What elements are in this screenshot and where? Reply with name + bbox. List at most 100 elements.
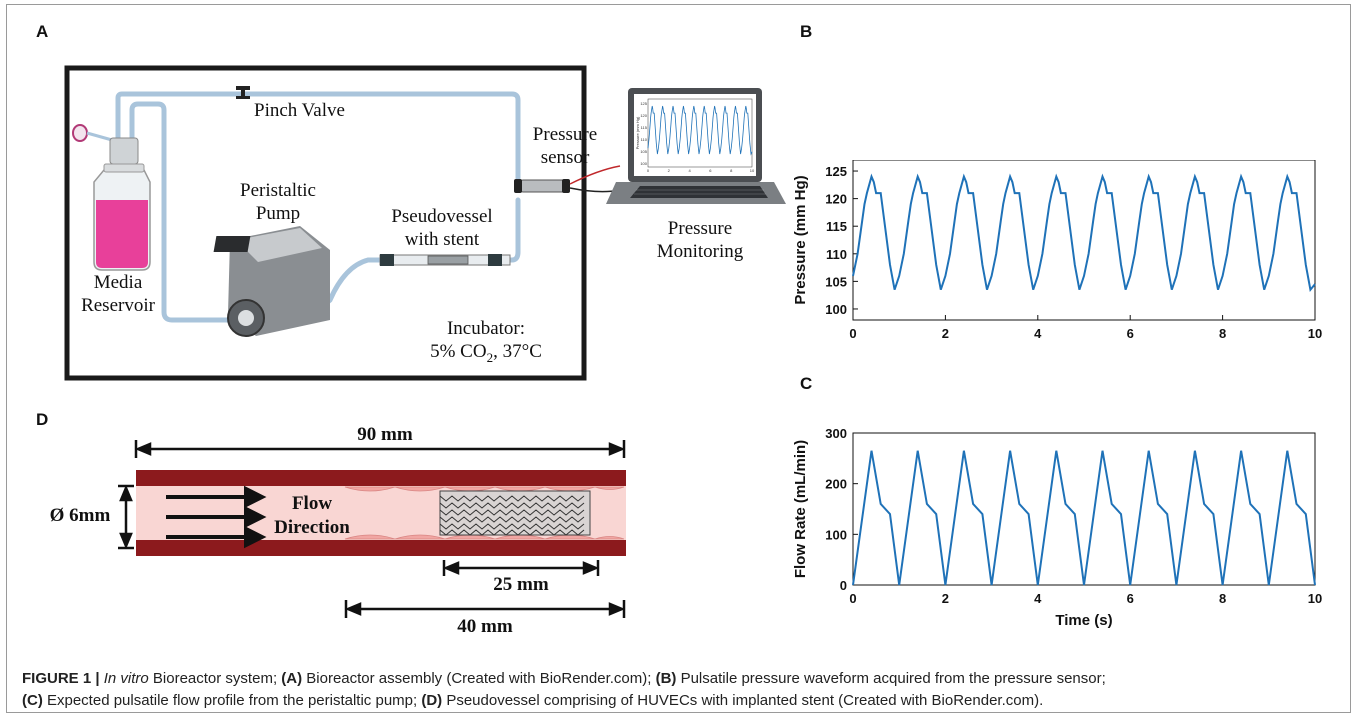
- length-25mm-arrow: [442, 560, 600, 576]
- x-tick-label: 10: [1308, 326, 1322, 341]
- label-incubator-line1: Incubator:: [446, 318, 526, 339]
- x-tick-label: 4: [1034, 326, 1042, 341]
- x-tick-label: 0: [849, 591, 856, 606]
- laptop-x-tick-label: 6: [709, 168, 712, 173]
- laptop-x-tick-label: 0: [647, 168, 650, 173]
- y-tick-label: 105: [825, 274, 847, 289]
- label-monitor-line1: Pressure: [667, 218, 733, 239]
- series-line: [852, 450, 1316, 586]
- label-flow-line2: Direction: [274, 517, 350, 539]
- y-tick-label: 0: [840, 578, 847, 593]
- x-tick-label: 0: [849, 326, 856, 341]
- y-tick-label: 200: [825, 477, 847, 492]
- pinch-valve-icon: [236, 86, 250, 99]
- flow-direction-arrows: [166, 485, 267, 549]
- length-40mm-arrow: [344, 600, 626, 618]
- y-tick-label: 120: [825, 192, 847, 207]
- caption-in-vitro: In vitro: [103, 670, 149, 687]
- label-incubator-line2: 5% CO2, 37°C: [430, 340, 542, 365]
- y-tick-label: 115: [826, 219, 847, 234]
- y-tick-label: 110: [826, 247, 847, 262]
- endothelial-cells: [344, 486, 625, 540]
- laptop-x-tick-label: 2: [668, 168, 671, 173]
- laptop-plot-area: [647, 98, 753, 168]
- y-tick-label: 100: [825, 527, 847, 542]
- incubator-box: [64, 65, 587, 381]
- laptop-y-tick-label: 115: [641, 125, 648, 130]
- pseudovessel-stent-icon: [379, 254, 511, 266]
- panel-letter-d: D: [36, 410, 49, 429]
- y-tick-label: 100: [825, 302, 847, 317]
- caption-ref-c: (C): [22, 692, 43, 709]
- x-tick-label: 2: [942, 326, 949, 341]
- series-line: [852, 173, 1316, 292]
- caption-text-4: Expected pulsatile flow profile from the…: [42, 692, 422, 709]
- x-tick-label: 10: [1308, 591, 1322, 606]
- panel-letter-a: A: [36, 22, 49, 41]
- label-flow-direction: Flow Direction: [262, 492, 362, 541]
- caption-text-5: Pseudovessel comprising of HUVECs with i…: [442, 692, 1044, 709]
- y-axis-label: Flow Rate (mL/min): [792, 440, 809, 578]
- laptop-y-tick-label: 100: [640, 161, 647, 166]
- x-tick-label: 4: [1034, 591, 1042, 606]
- caption-text-3: Pulsatile pressure waveform acquired fro…: [676, 670, 1106, 687]
- y-axis-label: Pressure (mm Hg): [792, 175, 809, 304]
- x-tick-label: 6: [1127, 591, 1134, 606]
- panel-letter-c: C: [800, 374, 813, 393]
- figure-frame: [6, 4, 1351, 713]
- caption-ref-a: (A): [281, 670, 303, 687]
- laptop-y-tick-label: 110: [641, 137, 648, 142]
- label-sensor-line1: Pressure: [532, 124, 598, 145]
- stent-mesh: [439, 490, 591, 536]
- laptop-x-tick-label: 10: [750, 168, 755, 173]
- panel-letter-b: B: [800, 22, 813, 41]
- plot-area: [852, 160, 1316, 321]
- caption-text-1: Bioreactor system;: [148, 670, 282, 687]
- laptop-y-tick-label: 120: [640, 113, 647, 118]
- label-40mm: 40 mm: [457, 616, 513, 637]
- laptop-y-tick-label: 105: [640, 149, 647, 154]
- laptop-y-axis-label: Pressure (mm Hg): [635, 116, 640, 149]
- label-pinch-valve: Pinch Valve: [254, 100, 345, 121]
- y-tick-label: 125: [825, 164, 847, 179]
- label-25mm: 25 mm: [493, 574, 549, 595]
- laptop-x-tick-label: 8: [730, 168, 733, 173]
- media-reservoir-icon: [93, 137, 151, 271]
- filter-icon: [72, 124, 113, 142]
- length-90mm-arrow: [134, 440, 626, 458]
- label-pressure-monitoring: Pressure Monitoring: [630, 218, 770, 264]
- x-tick-label: 8: [1219, 326, 1226, 341]
- label-media-reservoir: Media Reservoir: [58, 272, 178, 318]
- label-pseudovessel: Pseudovessel with stent: [372, 206, 512, 252]
- label-incubator: Incubator: 5% CO2, 37°C: [396, 318, 576, 365]
- x-tick-label: 8: [1219, 591, 1226, 606]
- caption-ref-d: (D): [421, 692, 443, 709]
- x-tick-label: 2: [942, 591, 949, 606]
- figure-caption: FIGURE 1 | In vitro Bioreactor system; (…: [22, 668, 1342, 712]
- caption-ref-b: (B): [655, 670, 677, 687]
- label-pump-line1: Peristaltic: [240, 180, 316, 201]
- label-90mm: 90 mm: [357, 424, 413, 445]
- peristaltic-pump-icon: [213, 226, 330, 337]
- diameter-arrow: [118, 484, 134, 550]
- label-sensor-line2: sensor: [540, 146, 590, 168]
- label-pressure-sensor: Pressure sensor: [522, 124, 608, 170]
- laptop-series-line: [647, 105, 753, 156]
- caption-figure-label: FIGURE 1 |: [22, 670, 100, 687]
- label-diameter: Ø 6mm: [49, 505, 111, 526]
- label-pseudovessel-line2: with stent: [404, 228, 480, 250]
- x-tick-label: 6: [1127, 326, 1134, 341]
- laptop-y-tick-label: 125: [640, 101, 647, 106]
- laptop-icon: [606, 88, 786, 204]
- y-tick-label: 300: [825, 426, 847, 441]
- label-monitor-line2: Monitoring: [656, 240, 744, 262]
- plot-area: [852, 432, 1316, 586]
- label-flow-line1: Flow: [291, 493, 333, 514]
- panel-d-illustration: [118, 440, 626, 618]
- label-peristaltic-pump: Peristaltic Pump: [228, 180, 328, 226]
- label-pump-line2: Pump: [255, 202, 301, 224]
